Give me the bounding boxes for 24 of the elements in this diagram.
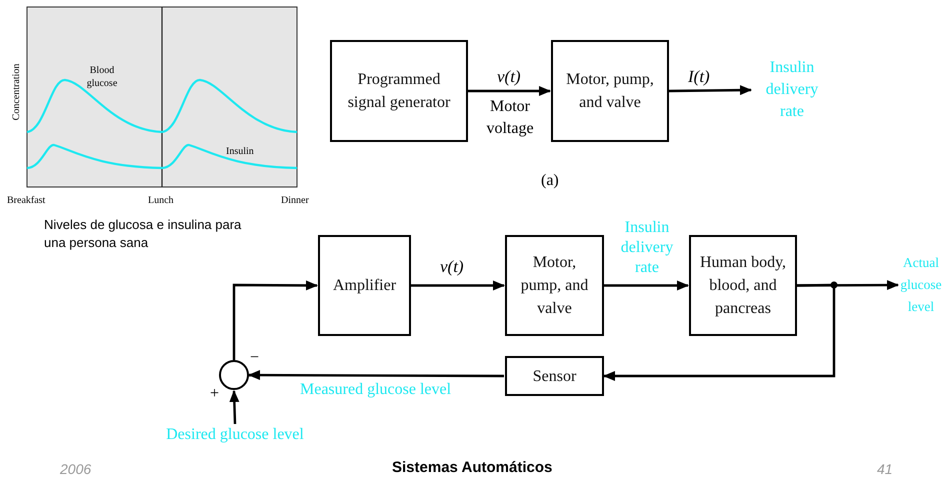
- process-box: Human body, blood, and pancreas: [689, 235, 797, 336]
- signal-label: Actual glucose level: [899, 252, 943, 318]
- summing-junction: [219, 360, 249, 390]
- sign-label: −: [250, 348, 260, 368]
- curve-label: Blood glucose: [86, 64, 118, 90]
- process-box: Amplifier: [318, 235, 411, 336]
- axis-label: Breakfast: [7, 194, 46, 208]
- process-box: Sensor: [505, 356, 604, 396]
- sign-label: +: [210, 384, 220, 404]
- signal-description: Motor voltage: [485, 97, 535, 139]
- axis-label: Lunch: [148, 194, 174, 208]
- process-box: Programmed signal generator: [330, 40, 468, 142]
- process-box: Motor, pump, and valve: [505, 235, 604, 336]
- signal-label: Insulin delivery rate: [752, 57, 832, 123]
- footer-title: Sistemas Automáticos: [392, 458, 552, 478]
- footer-year: 2006: [60, 460, 92, 479]
- process-box: Motor, pump, and valve: [551, 40, 669, 142]
- chart-caption: Niveles de glucosa e insulina para una persona sana: [44, 216, 242, 252]
- axis-label: Dinner: [281, 194, 309, 208]
- page-number: 41: [877, 460, 893, 479]
- curve-label: Insulin: [226, 145, 254, 159]
- axis-title: Concentration: [11, 62, 23, 122]
- signal-label: Desired glucose level: [150, 424, 320, 446]
- figure-label: (a): [541, 171, 559, 191]
